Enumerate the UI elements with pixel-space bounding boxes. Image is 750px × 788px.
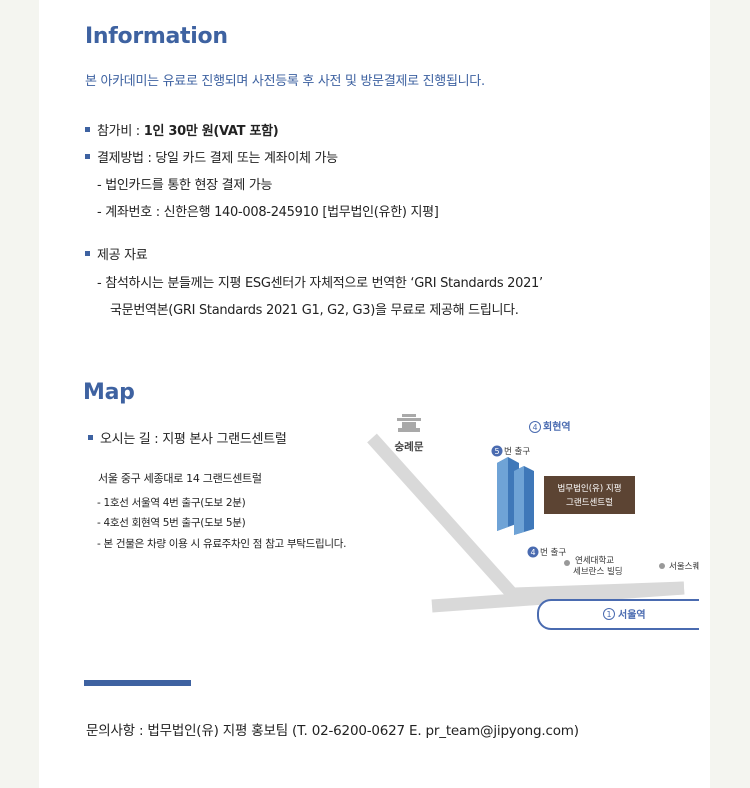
building-icon [497, 457, 534, 535]
building-label-1: 법무법인(유) 지평 [557, 483, 621, 494]
payment-sub-card: - 법인카드를 통한 현장 결제 가능 [97, 178, 273, 193]
exit-5-icon [491, 445, 503, 457]
exit-5-number: 5 [494, 447, 499, 456]
materials-label: 제공 자료 [97, 248, 148, 263]
seoul-station-label: 서울역 [618, 608, 646, 621]
seoul-square-label: 서울스퀘어 [669, 561, 699, 572]
directions-item: 오시는 길 : 지평 본사 그랜드센트럴 [88, 428, 287, 447]
materials-sub-2: 국문번역본(GRI Standards 2021 G1, G2, G3)을 무료… [110, 303, 519, 318]
fee-label: 참가비 : [97, 124, 144, 139]
route-line-1: - 1호선 서울역 4번 출구(도보 2분) [97, 497, 246, 509]
hoehyeon-line-number: 4 [532, 423, 537, 432]
gate-icon [397, 414, 421, 432]
payment-sub-account: - 계좌번호 : 신한은행 140-008-245910 [법무법인(유한) 지… [97, 205, 439, 220]
fee-value: 1인 30만 원(VAT 포함) [143, 124, 279, 139]
bullet-icon [85, 251, 90, 256]
seoul-square-marker-icon [659, 563, 665, 569]
section-divider [84, 680, 191, 686]
exit-4-icon [527, 546, 539, 558]
seoul-station-badge [537, 599, 699, 630]
exit-4-label: 번 출구 [540, 547, 566, 558]
hoehyeon-station-icon [529, 421, 541, 433]
seoul-station-line-number: 1 [606, 610, 611, 619]
bullet-icon [85, 154, 90, 159]
exit-5-label: 번 출구 [504, 446, 530, 457]
sungnyemun-label: 숭례문 [395, 440, 424, 453]
materials-sub-1: - 참석하시는 분들께는 지평 ESG센터가 자체적으로 번역한 ‘GRI St… [97, 276, 543, 291]
address-text: 서울 중구 세종대로 14 그랜드센트럴 [98, 472, 262, 485]
route-line-2: - 4호선 회현역 5번 출구(도보 5분) [97, 517, 246, 529]
roads [367, 433, 685, 613]
location-map: 숭례문 4 회현역 5 번 출구 법무법인(유) 지평 그랜드센트럴 4 번 출… [367, 414, 699, 630]
building-label-2: 그랜드센트럴 [566, 497, 613, 508]
content-panel: Information 본 아카데미는 유료로 진행되며 사전등록 후 사전 및… [39, 0, 710, 788]
payment-item: 결제방법 : 당일 카드 결제 또는 계좌이체 가능 [85, 147, 338, 166]
severance-label-2: 세브란스 빌딩 [573, 566, 623, 577]
severance-label-1: 연세대학교 [575, 555, 614, 566]
materials-item: 제공 자료 [85, 244, 148, 263]
severance-marker-icon [564, 560, 570, 566]
exit-4-number: 4 [530, 548, 535, 557]
map-heading: Map [83, 380, 135, 405]
bullet-icon [85, 127, 90, 132]
intro-text: 본 아카데미는 유료로 진행되며 사전등록 후 사전 및 방문결제로 진행됩니다… [85, 74, 485, 89]
bullet-icon [88, 435, 93, 440]
information-heading: Information [85, 24, 228, 49]
contact-info: 문의사항 : 법무법인(유) 지평 홍보팀 (T. 02-6200-0627 E… [86, 723, 579, 739]
directions-label: 오시는 길 : 지평 본사 그랜드센트럴 [100, 432, 287, 447]
fee-item: 참가비 : 1인 30만 원(VAT 포함) [85, 120, 279, 139]
seoul-station-line-icon [603, 608, 615, 620]
payment-label: 결제방법 : 당일 카드 결제 또는 계좌이체 가능 [97, 151, 338, 166]
building-label-box [544, 476, 635, 514]
hoehyeon-label: 회현역 [543, 420, 571, 433]
route-line-3: - 본 건물은 차량 이용 시 유료주차인 점 참고 부탁드립니다. [97, 538, 347, 550]
